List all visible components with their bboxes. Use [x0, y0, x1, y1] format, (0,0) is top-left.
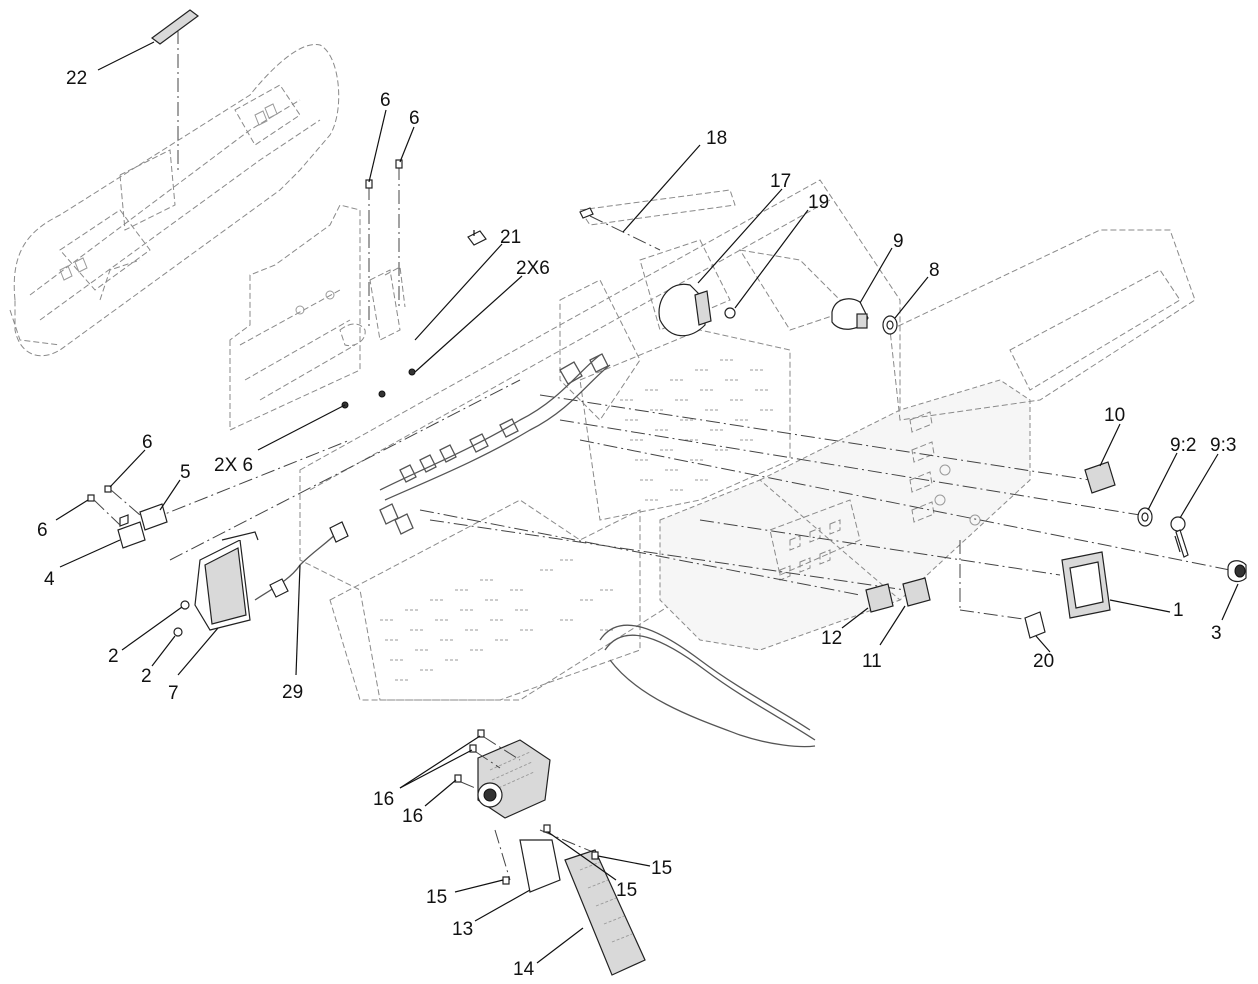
screw-2x6-pair-right	[341, 368, 416, 409]
switch-9	[831, 298, 869, 330]
callout-6: 6	[409, 108, 420, 129]
washer-8	[882, 315, 898, 335]
decal-22-part	[150, 9, 200, 170]
nut-19	[724, 307, 736, 319]
callout-19: 19	[808, 192, 829, 213]
pedal-arm-13	[494, 829, 601, 893]
callout-14: 14	[513, 959, 535, 980]
callout-labels: 22 6 6 18 17 19 21 2X6 9 8 10 9:2 9:3 2X…	[37, 68, 1236, 980]
callout-7: 7	[168, 683, 179, 704]
callout-6: 6	[380, 90, 391, 111]
screws-6-left	[87, 485, 141, 526]
power-outlet-3	[1227, 560, 1247, 583]
callout-5: 5	[180, 462, 191, 483]
callout-21: 21	[500, 227, 521, 248]
display-module-1	[1061, 551, 1111, 619]
cover-plate-20	[1024, 611, 1046, 639]
mounting-bracket-ghost	[229, 204, 406, 431]
callout-18: 18	[706, 128, 727, 149]
screws-2	[173, 600, 190, 637]
callout-3: 3	[1211, 623, 1222, 644]
callout-20: 20	[1033, 651, 1054, 672]
screws-16	[454, 729, 521, 791]
callout-9-3: 9:3	[1210, 435, 1236, 456]
pedal-sensor-assembly	[477, 739, 551, 819]
rocker-switch-12	[865, 583, 894, 613]
callout-9-2: 9:2	[1170, 435, 1196, 456]
callout-8: 8	[929, 260, 940, 281]
connector-21	[467, 230, 487, 246]
perforation-pattern	[380, 359, 774, 681]
instrument-panel-cover	[659, 229, 1196, 651]
controller-module-7	[194, 531, 259, 631]
callout-16: 16	[402, 806, 423, 827]
upper-dash-assembly-ghost	[9, 44, 340, 357]
callout-29: 29	[282, 682, 303, 703]
key-9-3	[1170, 516, 1189, 558]
relay-5	[139, 503, 168, 531]
callout-10: 10	[1104, 405, 1125, 426]
callout-16: 16	[373, 789, 394, 810]
callout-15: 15	[426, 887, 447, 908]
callout-9: 9	[893, 231, 904, 252]
screw-6-upper-pair	[365, 159, 403, 330]
callout-13: 13	[452, 919, 473, 940]
harness-29	[254, 521, 349, 601]
leader-lines	[55, 41, 1239, 964]
rocker-switch-10	[1084, 461, 1116, 494]
callout-2: 2	[108, 646, 119, 667]
alignment-lines	[149, 379, 1231, 621]
pedal-pad-14	[564, 849, 646, 976]
nut-9-2	[1137, 507, 1153, 527]
wire-harness	[379, 353, 816, 748]
callout-6: 6	[142, 432, 153, 453]
callout-1: 1	[1173, 600, 1184, 621]
horn-17	[658, 283, 712, 337]
callout-15: 15	[651, 858, 672, 879]
callout-6: 6	[37, 520, 48, 541]
callout-22: 22	[66, 68, 87, 89]
callout-2x6: 2X 6	[214, 455, 253, 476]
screws-15	[502, 824, 599, 885]
bolt-18	[579, 207, 661, 251]
callout-2: 2	[141, 666, 152, 687]
callout-17: 17	[770, 171, 791, 192]
rocker-switch-11	[902, 577, 931, 607]
callout-2x6: 2X6	[516, 258, 550, 279]
callout-12: 12	[821, 628, 842, 649]
callout-15: 15	[616, 880, 637, 901]
relay-4	[117, 514, 146, 549]
callout-4: 4	[44, 569, 55, 590]
callout-11: 11	[862, 651, 882, 672]
